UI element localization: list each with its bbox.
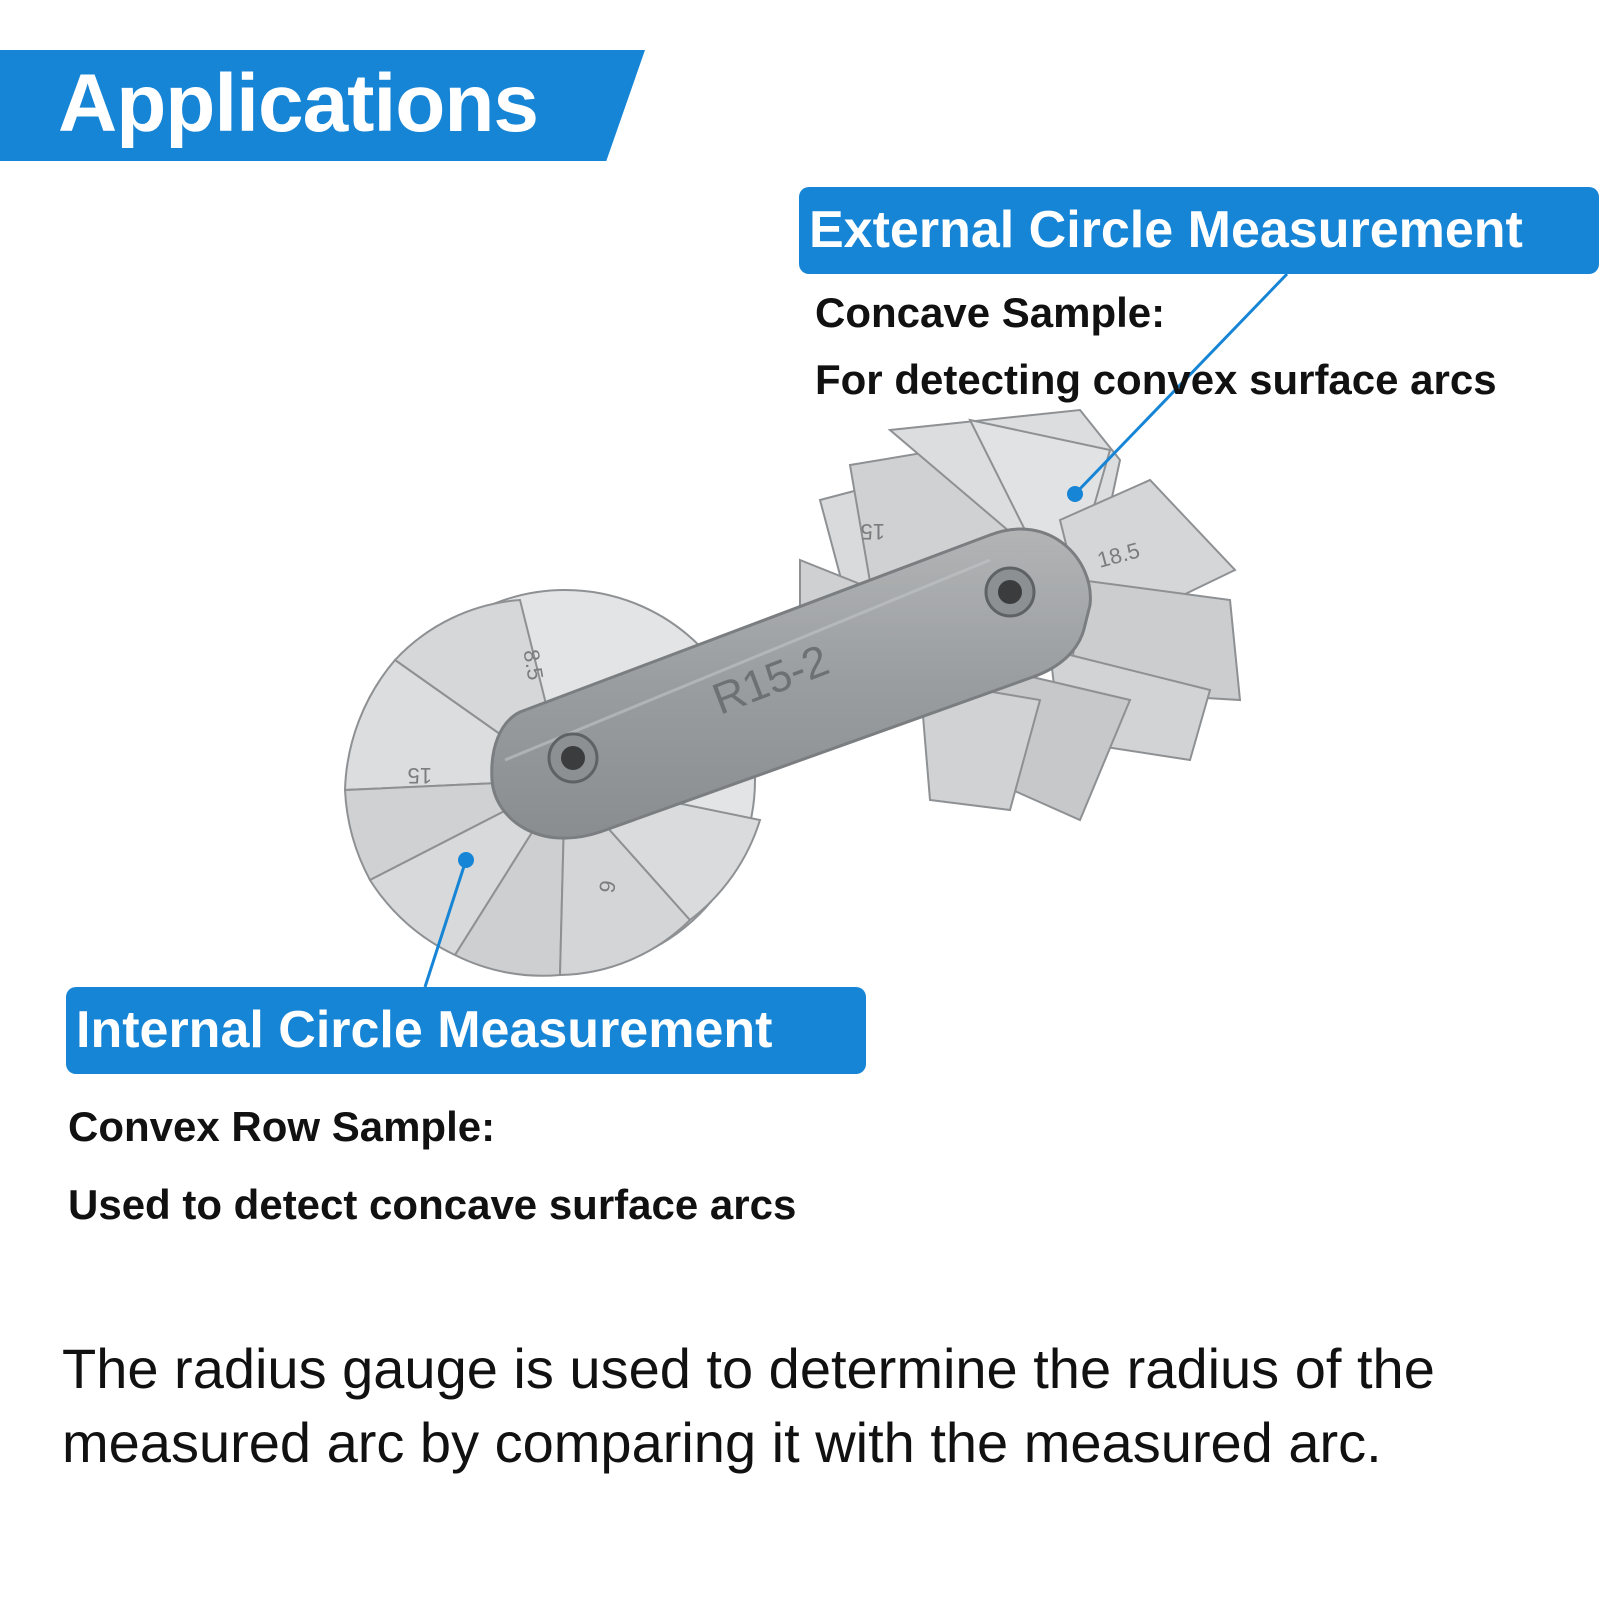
leaf-label: 15 — [408, 763, 432, 788]
internal-sample-description: Used to detect concave surface arcs — [68, 1181, 797, 1228]
internal-callout-line — [423, 852, 474, 988]
external-sample-title: Concave Sample: — [815, 289, 1166, 336]
leaf-label: 6 — [594, 878, 621, 894]
external-circle-measurement-tag: External Circle Measurement — [799, 187, 1599, 274]
applications-banner — [0, 50, 645, 161]
external-callout-line — [1067, 272, 1289, 502]
description-line: measured arc by comparing it with the me… — [62, 1411, 1382, 1474]
applications-title: Applications — [58, 58, 539, 149]
internal-sample-title: Convex Row Sample: — [68, 1103, 496, 1150]
external-sample-description: For detecting convex surface arcs — [815, 356, 1497, 403]
description-line: The radius gauge is used to determine th… — [62, 1337, 1435, 1400]
rivet — [547, 732, 599, 784]
leaf-label: 15 — [861, 519, 885, 544]
description-paragraph: The radius gauge is used to determine th… — [62, 1332, 1562, 1480]
leaf-label: 8.5 — [518, 648, 548, 682]
internal-circle-measurement-tag: Internal Circle Measurement — [66, 987, 866, 1074]
gauge-bar — [490, 527, 1092, 840]
rivet — [984, 566, 1036, 618]
